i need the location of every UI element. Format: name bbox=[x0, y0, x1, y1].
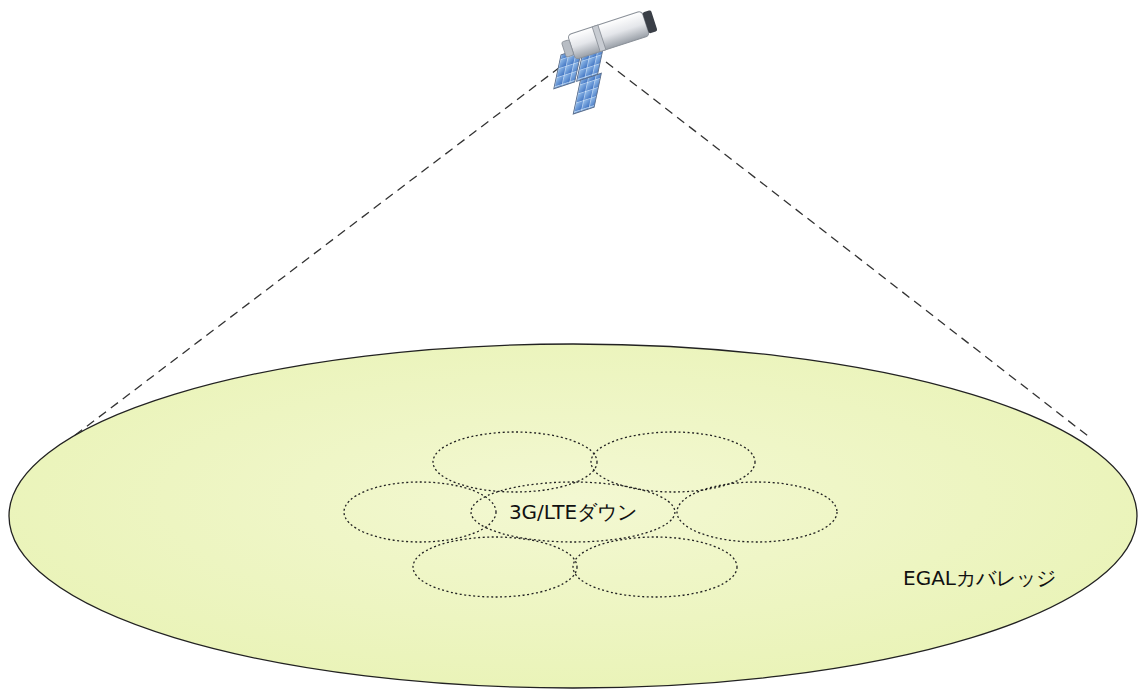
cell-outline bbox=[413, 537, 577, 597]
cell-outline bbox=[344, 482, 496, 542]
cell-outline bbox=[677, 482, 837, 542]
satellite bbox=[523, 8, 674, 123]
cell-outline bbox=[591, 432, 755, 492]
region-label: EGALカバレッジ bbox=[903, 566, 1056, 590]
cell-area: 3G/LTEダウン bbox=[470, 481, 676, 543]
cell-outline bbox=[433, 432, 597, 492]
cell-outline bbox=[573, 537, 737, 597]
cell-label: 3G/LTEダウン bbox=[509, 500, 637, 524]
coverage-region: EGALカバレッジ 3G/LTEダウン bbox=[8, 343, 1138, 689]
